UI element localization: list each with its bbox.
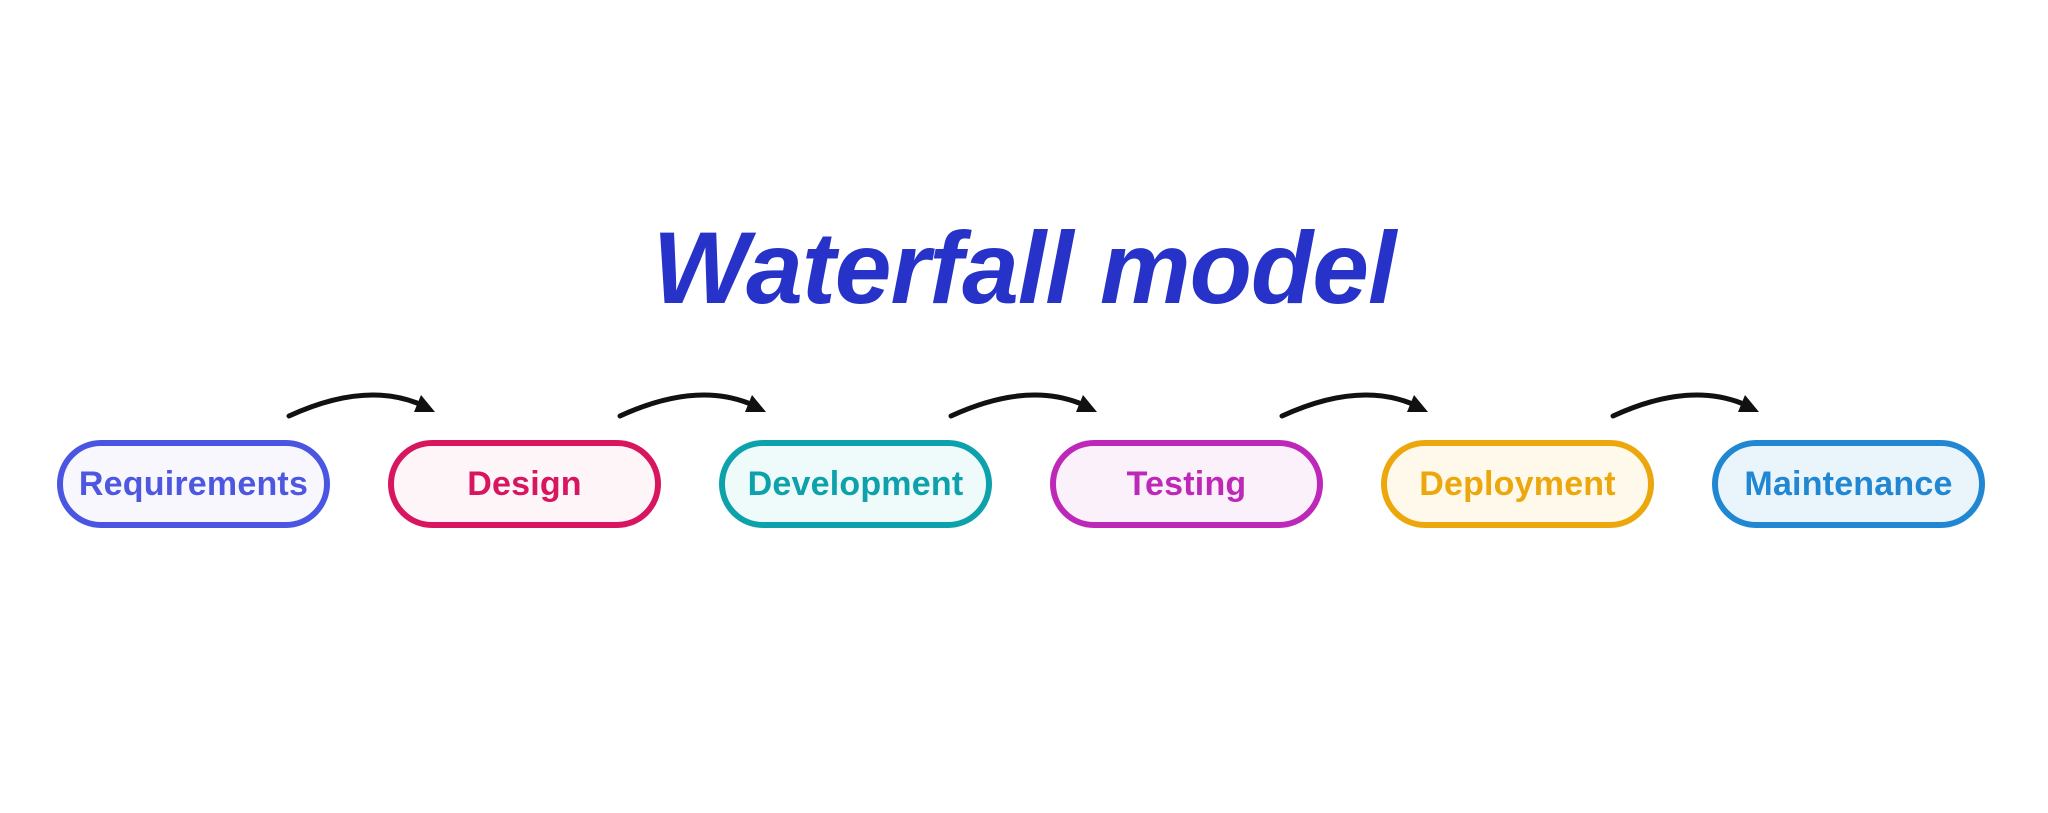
stage-label: Development (747, 464, 964, 503)
stage-testing: Testing (1050, 440, 1323, 528)
stage-label: Maintenance (1744, 464, 1953, 503)
stage-design: Design (388, 440, 661, 528)
flow-arrow-icon (948, 392, 1097, 419)
stage-maintenance: Maintenance (1712, 440, 1985, 528)
stage-label: Deployment (1419, 464, 1616, 503)
stage-requirements: Requirements (57, 440, 330, 528)
stage-label: Testing (1126, 464, 1247, 503)
flow-arrow-icon (286, 392, 435, 419)
stage-development: Development (719, 440, 992, 528)
stage-deployment: Deployment (1381, 440, 1654, 528)
flow-arrow-icon (1610, 392, 1759, 419)
stages-row: Requirements Design Development Testing … (57, 440, 1985, 528)
flow-arrow-icon (1279, 392, 1428, 419)
flow-arrow-icon (617, 392, 766, 419)
stage-label: Requirements (78, 464, 309, 503)
stage-label: Design (467, 464, 582, 503)
diagram-title: Waterfall model (652, 211, 1397, 325)
